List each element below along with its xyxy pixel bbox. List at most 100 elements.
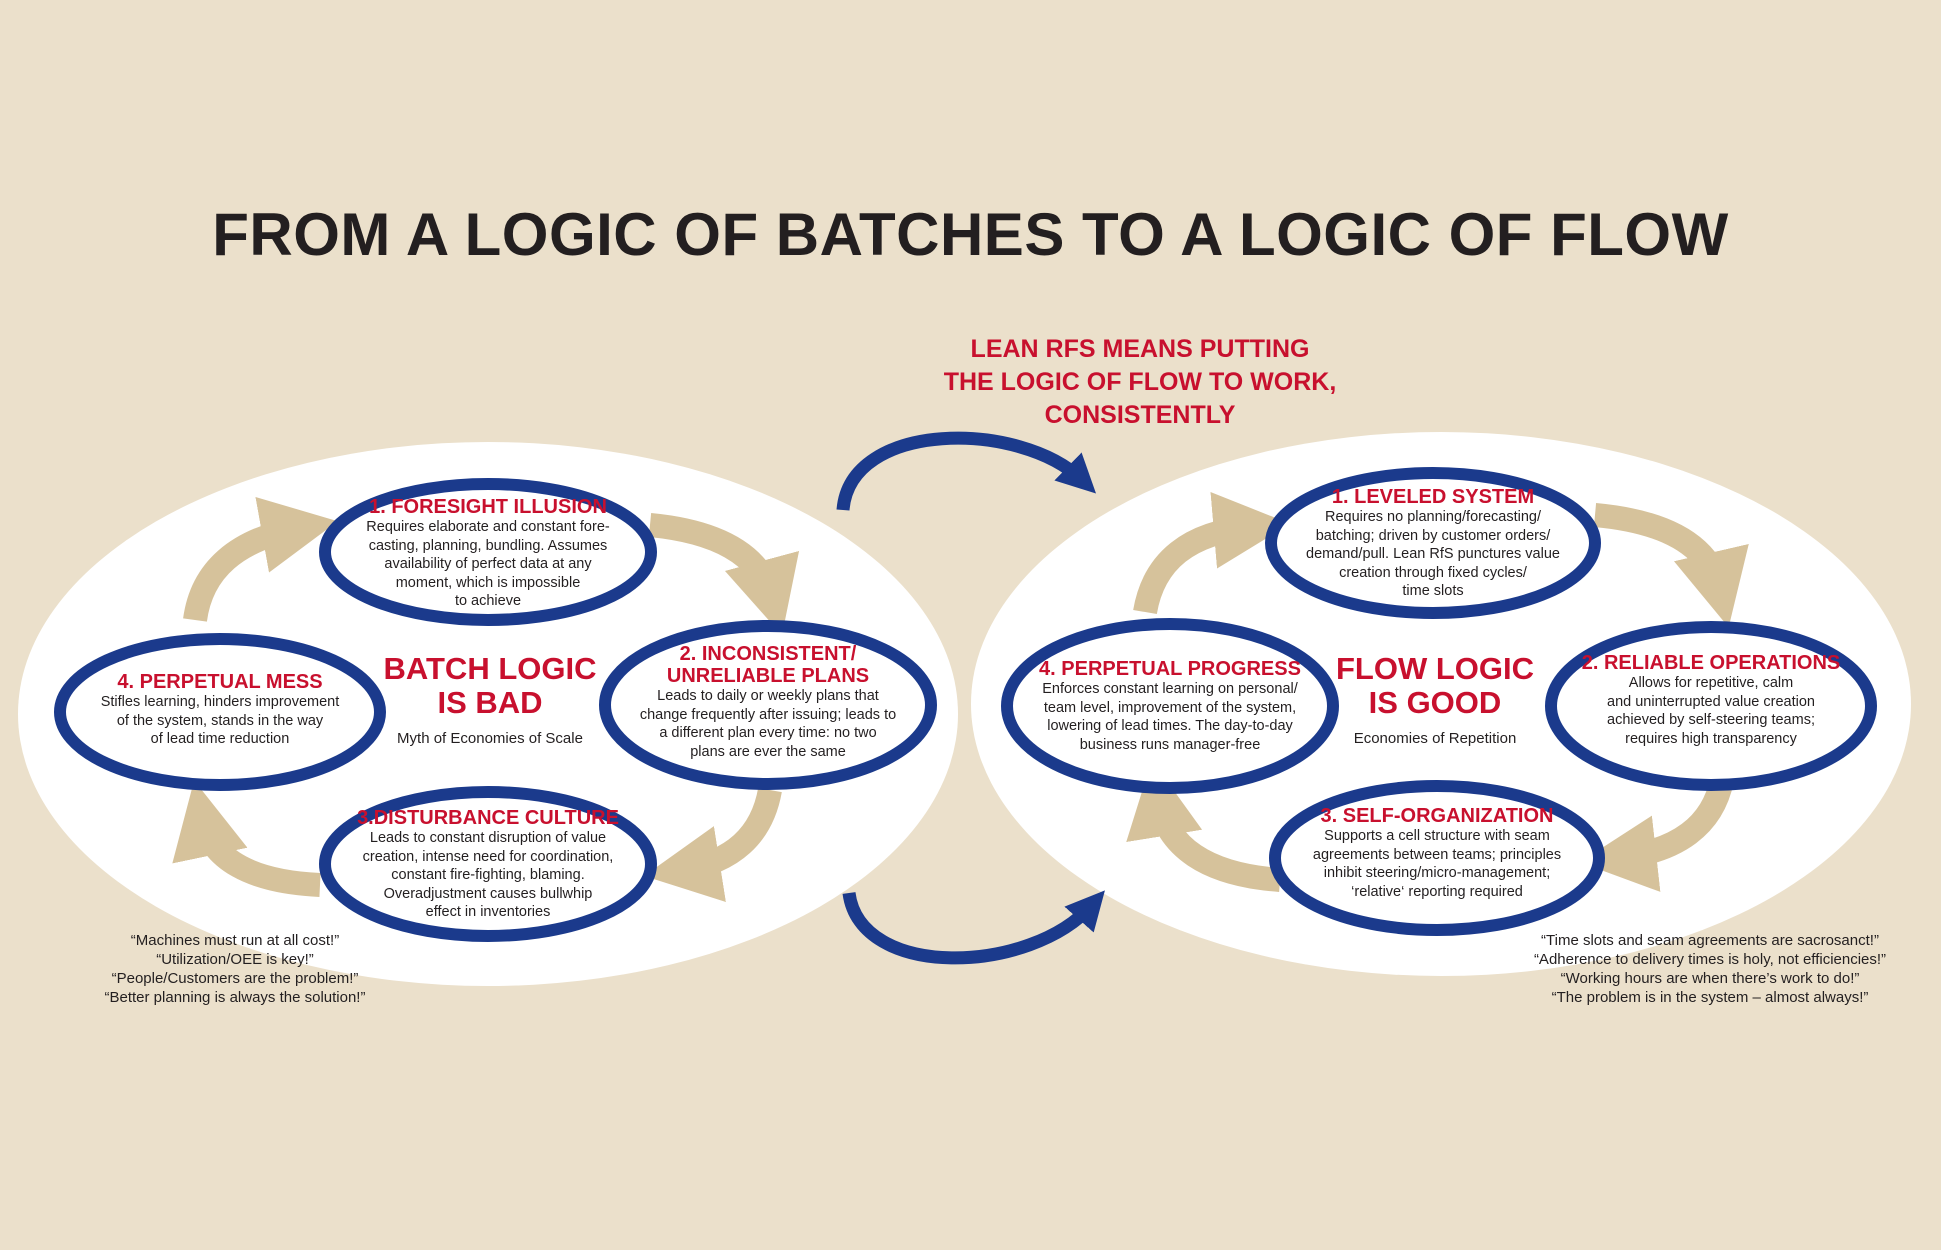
ring-perpetual-progress	[1001, 618, 1339, 794]
transition-arrow-bottom	[842, 890, 1105, 965]
tagline-line: THE LOGIC OF FLOW TO WORK,	[943, 368, 1337, 396]
flow-center: FLOW LOGIC IS GOOD Economies of Repetiti…	[1320, 652, 1550, 748]
center-title-line: FLOW LOGIC	[1335, 651, 1535, 686]
node-line: ‘relative‘ reporting required	[1351, 883, 1523, 900]
node-body: Leads to constant disruption of value cr…	[338, 829, 638, 922]
node-title: 2. INCONSISTENT/	[679, 643, 857, 665]
node-line: time slots	[1402, 583, 1464, 599]
node-title: 2. RELIABLE OPERATIONS	[1581, 652, 1841, 674]
node-body: Enforces constant learning on personal/ …	[1018, 680, 1322, 754]
node-line: Leads to daily or weekly plans that	[657, 688, 879, 704]
ring-disturbance-culture	[319, 786, 657, 942]
node-self-organization: 3. SELF-ORGANIZATION Supports a cell str…	[1287, 805, 1587, 901]
node-line: business runs manager-free	[1079, 736, 1261, 753]
node-title: 4. PERPETUAL PROGRESS	[1039, 658, 1301, 680]
node-line: Allows for repetitive, calm	[1628, 675, 1794, 691]
node-line: change frequently after issuing; leads t…	[639, 706, 897, 723]
transition-arrow-top	[836, 431, 1097, 511]
node-leveled-system: 1. LEVELED SYSTEM Requires no planning/f…	[1283, 486, 1583, 601]
node-line: casting, planning, bundling. Assumes	[368, 537, 608, 554]
page-title: FROM A LOGIC OF BATCHES TO A LOGIC OF FL…	[212, 201, 1729, 268]
ring-reliable-operations	[1545, 621, 1877, 791]
node-line: requires high transparency	[1625, 730, 1797, 747]
node-line: Stifles learning, hinders improvement	[100, 694, 340, 710]
ring-foresight-illusion	[319, 478, 657, 626]
node-line: a different plan every time: no two	[659, 725, 877, 741]
ring-self-organization	[1269, 780, 1605, 936]
cycle-arrow-4-to-1	[183, 496, 338, 623]
quote: “Machines must run at all cost!”	[130, 932, 340, 949]
node-line: Leads to constant disruption of value	[369, 830, 607, 846]
node-line: inhibit steering/micro-management;	[1323, 865, 1551, 881]
node-title: 1. LEVELED SYSTEM	[1331, 486, 1535, 508]
cycle-arrow-1-to-2	[648, 513, 800, 636]
node-line: plans are ever the same	[690, 743, 846, 760]
cycle-arrow-2-to-3	[644, 787, 782, 902]
node-body: Stifles learning, hinders improvement of…	[72, 693, 368, 749]
flow-quotes: “Time slots and seam agreements are sacr…	[1500, 931, 1920, 1007]
quote: “Time slots and seam agreements are sacr…	[1541, 932, 1879, 949]
node-body: Requires elaborate and constant fore- ca…	[338, 518, 638, 611]
node-body: Supports a cell structure with seam agre…	[1287, 827, 1587, 901]
node-line: Supports a cell structure with seam	[1324, 828, 1550, 844]
node-title: 4. PERPETUAL MESS	[117, 671, 323, 693]
node-foresight-illusion: 1. FORESIGHT ILLUSION Requires elaborate…	[338, 496, 638, 611]
tagline: LEAN RFS MEANS PUTTING THE LOGIC OF FLOW…	[860, 333, 1420, 432]
node-body: Leads to daily or weekly plans that chan…	[616, 687, 920, 761]
quote: “Adherence to delivery times is holy, no…	[1533, 951, 1887, 968]
batch-center-subtitle: Myth of Economies of Scale	[397, 730, 583, 747]
node-reliable-operations: 2. RELIABLE OPERATIONS Allows for repeti…	[1566, 652, 1856, 748]
node-line: lowering of lead times. The day-to-day	[1047, 718, 1293, 734]
node-line: team level, improvement of the system,	[1043, 699, 1297, 716]
flow-center-title: FLOW LOGIC IS GOOD	[1320, 652, 1550, 720]
node-line: creation, intense need for coordination,	[362, 848, 614, 865]
node-line: and uninterrupted value creation	[1607, 693, 1815, 710]
flow-center-subtitle: Economies of Repetition	[1353, 730, 1517, 747]
node-line: Overadjustment causes bullwhip	[383, 885, 593, 902]
center-title-line: IS GOOD	[1368, 685, 1502, 720]
node-body: Allows for repetitive, calm and uninterr…	[1566, 674, 1856, 748]
node-line: achieved by self-steering teams;	[1607, 712, 1815, 728]
node-title: 1. FORESIGHT ILLUSION	[369, 496, 607, 518]
quote: “Working hours are when there’s work to …	[1560, 970, 1860, 987]
tagline-line: LEAN RFS MEANS PUTTING	[970, 335, 1310, 363]
node-line: moment, which is impossible	[395, 574, 581, 591]
node-perpetual-progress: 4. PERPETUAL PROGRESS Enforces constant …	[1018, 658, 1322, 754]
tagline-line: CONSISTENTLY	[1044, 401, 1236, 429]
node-line: batching; driven by customer orders/	[1315, 527, 1551, 544]
batch-center: BATCH LOGIC IS BAD Myth of Economies of …	[375, 651, 605, 748]
quote: “Utilization/OEE is key!”	[156, 951, 314, 968]
center-title-line: BATCH LOGIC	[383, 651, 597, 686]
node-line: to achieve	[454, 593, 522, 609]
cycle-arrow-1-to-2	[1593, 503, 1749, 628]
node-inconsistent-plans: 2. INCONSISTENT/ UNRELIABLE PLANS Leads …	[616, 643, 920, 761]
ring-perpetual-mess	[54, 633, 386, 791]
node-line: constant fire-fighting, blaming.	[391, 867, 585, 883]
quote: “Better planning is always the solution!…	[104, 989, 366, 1006]
node-line: of lead time reduction	[150, 731, 290, 747]
node-title: 3.DISTURBANCE CULTURE	[357, 807, 619, 829]
node-line: creation through fixed cycles/	[1339, 564, 1527, 581]
node-line: agreements between teams; principles	[1312, 846, 1562, 863]
node-title: 3. SELF-ORGANIZATION	[1320, 805, 1554, 827]
quote: “People/Customers are the problem!”	[111, 970, 359, 987]
cycle-arrow-4-to-1	[1133, 492, 1291, 615]
ring-inconsistent-plans	[599, 620, 937, 790]
cycle-arrow-3-to-4	[172, 780, 321, 897]
node-title-line2: UNRELIABLE PLANS	[666, 665, 870, 687]
center-title-line: IS BAD	[437, 685, 543, 720]
node-disturbance-culture: 3.DISTURBANCE CULTURE Leads to constant …	[338, 807, 638, 922]
ring-leveled-system	[1265, 467, 1601, 619]
node-line: Requires elaborate and constant fore-	[366, 519, 610, 535]
cycle-arrow-3-to-4	[1126, 760, 1281, 892]
node-perpetual-mess: 4. PERPETUAL MESS Stifles learning, hind…	[72, 671, 368, 749]
node-line: availability of perfect data at any	[384, 556, 592, 572]
quote: “The problem is in the system – almost a…	[1551, 989, 1869, 1006]
node-line: of the system, stands in the way	[116, 712, 324, 729]
node-body: Requires no planning/forecasting/ batchi…	[1283, 508, 1583, 601]
batch-quotes: “Machines must run at all cost!” “Utiliz…	[40, 931, 430, 1007]
node-line: Requires no planning/forecasting/	[1324, 509, 1542, 525]
node-line: demand/pull. Lean RfS punctures value	[1306, 546, 1560, 562]
node-line: Enforces constant learning on personal/	[1042, 681, 1298, 697]
